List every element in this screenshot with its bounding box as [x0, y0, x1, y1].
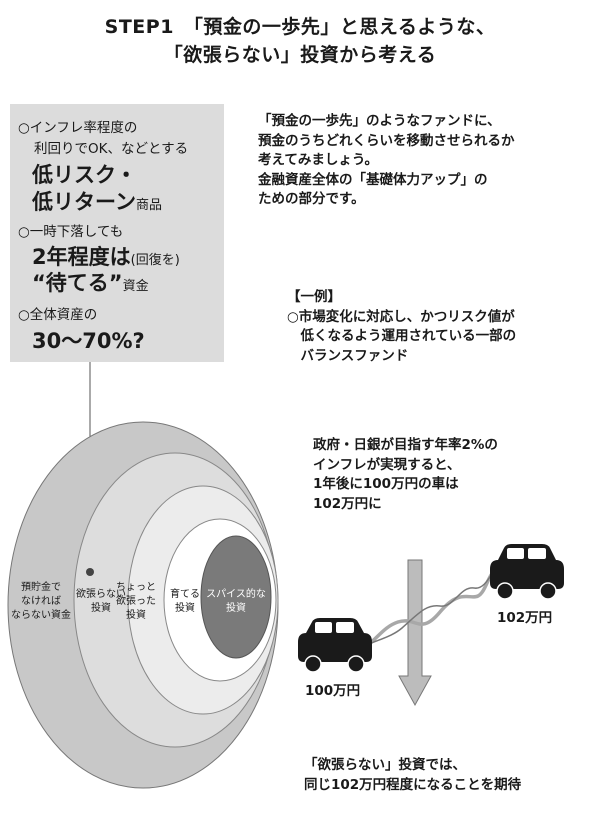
- conclusion-line: 同じ102万円程度になることを期待: [304, 776, 522, 793]
- ring-label-line: ちょっと: [116, 582, 156, 593]
- ring-spice: [200, 535, 272, 659]
- ring-label-line: 投資: [226, 603, 246, 614]
- intro-line: 預金のうちどれくらいを移動させられるか: [258, 132, 515, 149]
- example-line: ○市場変化に対応し、かつリスク値が: [287, 308, 515, 325]
- ring-label-line: 投資: [175, 603, 195, 614]
- growth-wave-gray: [354, 568, 498, 654]
- criteria-item2-big2-row: “待てる”資金: [32, 267, 149, 297]
- criteria-item1-line1: ○インフレ率程度の: [18, 120, 138, 136]
- ring-label-line: 欲張った: [116, 596, 156, 607]
- ring-label-line: ならない資金: [11, 610, 71, 621]
- example-heading: 【一例】: [287, 289, 341, 305]
- criteria-item2-big1-row: 2年程度は(回復を): [32, 241, 180, 271]
- intro-line: 「預金の一歩先」のようなファンドに、: [258, 113, 501, 129]
- down-arrow-icon: [398, 559, 432, 707]
- criteria-item2-big1: 2年程度は: [32, 245, 131, 269]
- ring-label-spice: スパイス的な 投資: [203, 588, 269, 616]
- criteria-item1-big1: 低リスク・: [32, 163, 137, 187]
- car-left-icon: [298, 618, 372, 673]
- ring-label-growth: 育てる 投資: [168, 588, 202, 616]
- growth-wave-line: [351, 567, 497, 655]
- ring-label-line: 育てる: [170, 589, 200, 600]
- title-line-1: STEP1 「預金の一歩先」と思えるような、: [104, 16, 496, 38]
- criteria-item1-suffix: 商品: [135, 198, 162, 213]
- criteria-item2-paren: (回復を): [130, 253, 180, 268]
- intro-line: ための部分です。: [258, 191, 365, 207]
- criteria-item3-big: 30～70%?: [32, 329, 145, 353]
- conclusion-paragraph: 「欲張らない」投資では、 同じ102万円程度になることを期待: [304, 756, 521, 795]
- intro-paragraph: 「預金の一歩先」のようなファンドに、 預金のうちどれくらいを移動させられるか 考…: [258, 112, 515, 210]
- criteria-item1-line2: 利回りでOK、などとする: [34, 141, 189, 157]
- criteria-item2-big2: “待てる”: [32, 271, 123, 295]
- ring-label-line: スパイス的な: [206, 589, 266, 600]
- ring-label-line: 投資: [126, 610, 146, 621]
- inflation-line: インフレが実現すると、: [313, 456, 461, 473]
- title-line-2: 「欲張らない」投資から考える: [163, 44, 437, 66]
- connector-dot: [86, 568, 94, 576]
- inflation-line: 102万円に: [313, 495, 382, 512]
- criteria-item2-suffix: 資金: [122, 279, 149, 294]
- car-left-price: 100万円: [305, 683, 361, 699]
- example-line: バランスファンド: [287, 347, 409, 364]
- car-right-price: 102万円: [497, 610, 553, 626]
- ring-label-line: 欲張らない: [76, 589, 126, 600]
- intro-line: 考えてみましょう。: [258, 152, 379, 168]
- criteria-item3-line1: ○全体資産の: [18, 307, 98, 323]
- criteria-item1-big2-row: 低リターン商品: [32, 186, 162, 216]
- ring-label-line: 預貯金で: [21, 582, 61, 593]
- inflation-line: 政府・日銀が目指す年率2%の: [313, 437, 498, 453]
- conclusion-line: 「欲張らない」投資では、: [304, 757, 466, 773]
- intro-line: 金融資産全体の「基礎体力アップ」の: [258, 171, 488, 188]
- example-line: 低くなるよう運用されている一部の: [287, 328, 517, 344]
- criteria-item2-line1: ○一時下落しても: [18, 224, 124, 240]
- inflation-line: 1年後に100万円の車は: [313, 476, 459, 492]
- ring-label-savings: 預貯金で なければ ならない資金: [10, 581, 72, 623]
- ring-label-line: なければ: [21, 596, 61, 607]
- ring-label-slightly-greedy: ちょっと 欲張った 投資: [114, 581, 158, 623]
- example-block: 【一例】 ○市場変化に対応し、かつリスク値が 低くなるよう運用されている一部の …: [287, 288, 516, 366]
- criteria-box: [10, 104, 224, 362]
- ring-label-modest: 欲張らない 投資: [76, 588, 126, 616]
- criteria-item1-big2: 低リターン: [32, 190, 136, 214]
- car-right-icon: [490, 544, 564, 600]
- inflation-paragraph: 政府・日銀が目指す年率2%の インフレが実現すると、 1年後に100万円の車は …: [313, 436, 498, 514]
- ring-label-line: 投資: [91, 603, 111, 614]
